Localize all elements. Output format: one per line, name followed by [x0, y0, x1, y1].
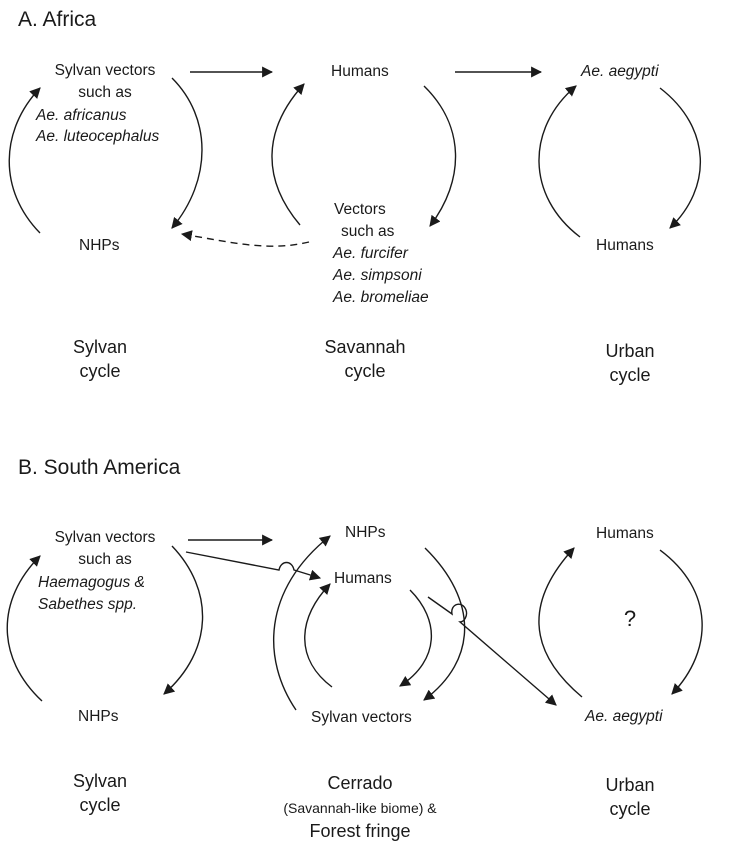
a-urban-left-arc [538, 85, 581, 238]
a-savannah-vectors-label: Vectors [334, 201, 386, 218]
b-cerrado-inner-left-arc [304, 583, 333, 688]
b-sylvan-right-arc [163, 545, 204, 695]
b-cerrado-humans-label: Humans [334, 570, 392, 587]
a-urban-right-arc [659, 87, 701, 229]
a-savannah-right-arc [423, 85, 457, 227]
b-cerrado-label-line2: (Savannah-like biome) & [283, 800, 437, 816]
b-urban-humans-label: Humans [596, 525, 654, 542]
b-urban-right-arc [659, 549, 703, 695]
a-sylvan-vectors-label: Sylvan vectors [54, 62, 156, 79]
a-vectors-to-nhps-dashed-arrow [180, 230, 310, 247]
a-urban-cycle-label-line1: Urban [605, 341, 655, 361]
a-urban-aegypti-label: Ae. aegypti [581, 63, 659, 80]
a-sylvan-nhps-label: NHPs [79, 237, 120, 254]
a-savannah-species-2: Ae. simpsoni [333, 267, 422, 284]
b-cerrado-label-line1: Cerrado [327, 773, 393, 793]
b-urban-cycle-label-line2: cycle [609, 799, 651, 819]
b-urban-aegypti-label: Ae. aegypti [585, 708, 663, 725]
b-cerrado-outer-left-arc [272, 535, 331, 711]
panel-a-title: A. Africa [18, 8, 97, 31]
b-urban-left-arc [538, 547, 583, 698]
a-savannah-species-3: Ae. bromeliae [333, 289, 429, 306]
b-sylvan-genus-2: Sabethes spp. [38, 596, 138, 613]
a-savannah-species-1: Ae. furcifer [333, 245, 408, 262]
b-humans-to-aegypti-arrow [427, 596, 557, 706]
b-urban-unknown-mark: ? [623, 606, 637, 631]
b-cerrado-label-line3: Forest fringe [309, 821, 411, 841]
a-sylvan-such-as-label: such as [78, 84, 132, 101]
a-savannah-such-as-label: such as [341, 223, 395, 240]
panel-b-title: B. South America [18, 456, 181, 479]
a-sylvan-cycle-label-line1: Sylvan [72, 337, 128, 357]
b-sylvan-nhps-label: NHPs [78, 708, 119, 725]
b-sylvan-to-humans-arrow [185, 551, 322, 581]
b-sylvan-vectors-label: Sylvan vectors [54, 529, 156, 546]
a-sylvan-right-arc [171, 77, 203, 229]
b-sylvan-genus-1: Haemagogus & [38, 574, 145, 591]
a-sylvan-species-1: Ae. africanus [36, 107, 127, 124]
b-sylvan-such-as-label: such as [78, 551, 132, 568]
a-savannah-cycle-label-line2: cycle [344, 361, 386, 381]
b-sylvan-left-arc [6, 555, 43, 702]
a-urban-humans-label: Humans [596, 237, 654, 254]
b-sylvan-cycle-label-line1: Sylvan [72, 771, 128, 791]
a-sylvan-left-arc [8, 87, 41, 234]
b-cerrado-nhps-label: NHPs [345, 524, 386, 541]
b-sylvan-cycle-label-line2: cycle [79, 795, 121, 815]
b-cerrado-sylvan-vectors-label: Sylvan vectors [311, 709, 412, 726]
a-sylvan-species-2: Ae. luteocephalus [36, 128, 160, 145]
b-cerrado-outer-right-arc [423, 547, 466, 701]
b-urban-cycle-label-line1: Urban [605, 775, 655, 795]
a-savannah-humans-label: Humans [331, 63, 389, 80]
a-sylvan-cycle-label-line2: cycle [79, 361, 121, 381]
a-savannah-cycle-label-line1: Savannah [324, 337, 406, 357]
b-cerrado-inner-right-arc [399, 589, 432, 687]
a-urban-cycle-label-line2: cycle [609, 365, 651, 385]
a-savannah-left-arc [271, 83, 305, 226]
